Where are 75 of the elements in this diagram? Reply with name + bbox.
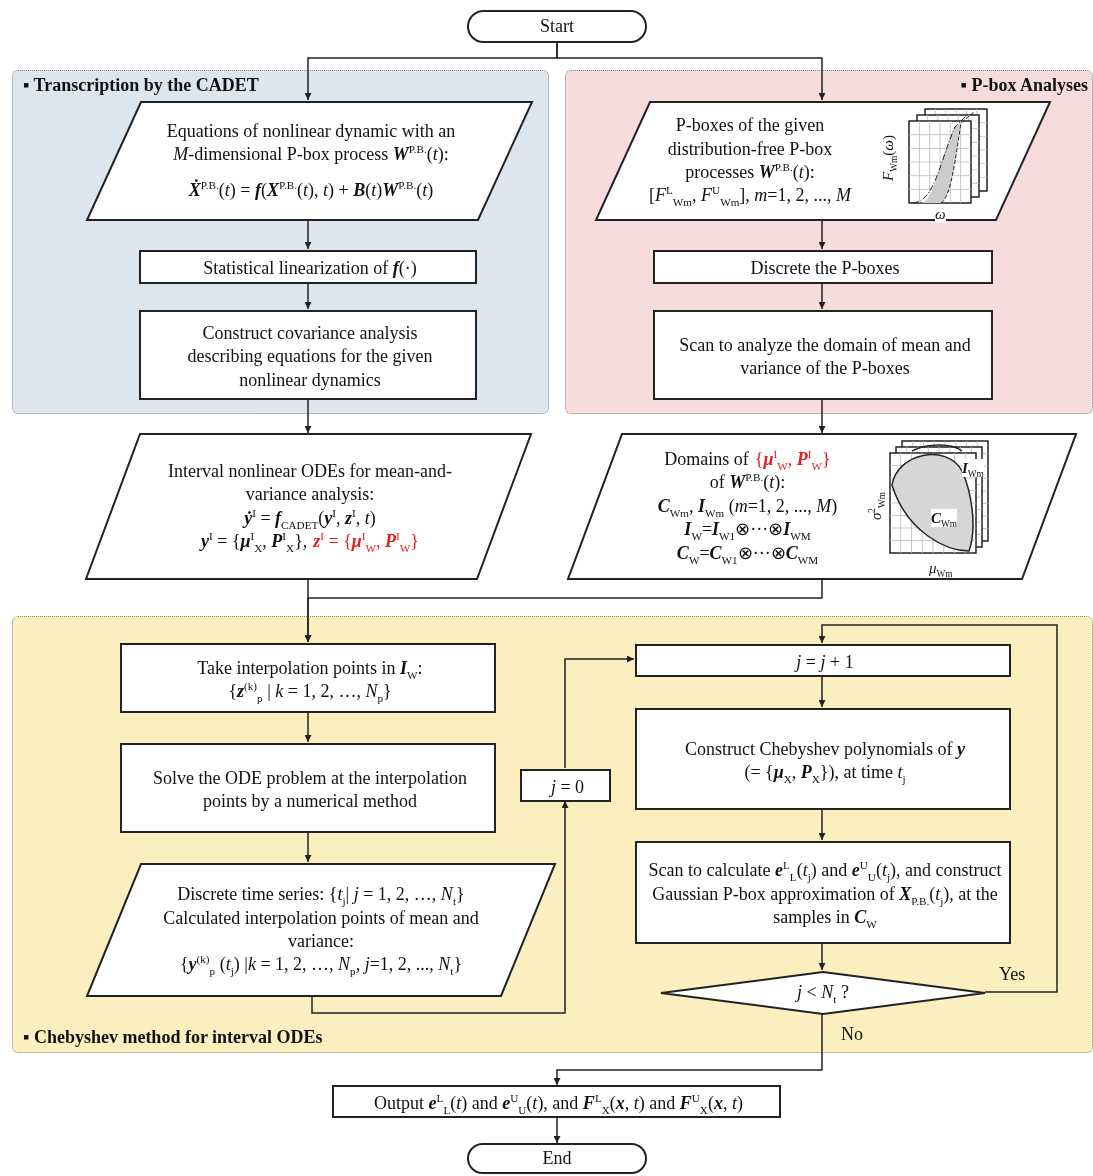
node-text: Ẋ$^{P.B.}$(t) = f(X$^{P.B.}$(t), t) + B(t)W$^{P.B.}$(t) [188, 178, 434, 202]
arrow [553, 1117, 561, 1144]
decision-diamond [660, 971, 986, 1015]
panel-heading: ▪ Chebyshev method for interval ODEs [23, 1027, 323, 1048]
node-text: C$_{Wm}$, I$_{Wm}$ (m=1, 2, ..., M) [657, 495, 838, 516]
input-parallelogram [85, 433, 532, 580]
arrow [564, 655, 635, 769]
node-text: j = 0 [550, 776, 585, 797]
node-text: y$^{I}$ = {μ$^{I}$$_{X}$, P$^{I}$$_{X}$}, [201, 530, 308, 551]
process-box [520, 769, 611, 802]
arrow [553, 1013, 823, 1086]
node-text: of W$^{P.B.}$(t): [709, 472, 786, 493]
process-box [653, 310, 993, 400]
terminal-box [467, 1143, 647, 1174]
node-text: ẏ$^{I}$ = f$_{CADET}$(y$^{I}$, z$^{I}$, t) [244, 507, 376, 528]
panel-background [565, 70, 1093, 414]
node-text: Solve the ODE problem at the interpolation points by a numerical method [153, 767, 467, 811]
panel-background [12, 70, 549, 414]
arrow [304, 711, 312, 743]
node-text: Discrete time series: {t$_{j}$| j = 1, 2, …, N$_{t}$} [177, 884, 465, 905]
process-box [120, 643, 496, 713]
node-text: {μ$^{I}$$_{W}$, P$^{I}$$_{W}$} [754, 449, 831, 469]
arrow [818, 219, 826, 250]
arrow [304, 282, 312, 310]
arrow [818, 675, 826, 708]
node-text: z$^{I}$ = {μ$^{I}$$_{W}$, P$^{I}$$_{W}$} [313, 530, 419, 551]
arrow [818, 398, 826, 434]
arrow [818, 942, 826, 971]
node-text: End [542, 1147, 572, 1168]
input-parallelogram [86, 101, 533, 221]
node-text: [F$^{L}$$_{Wm}$, F$^{U}$$_{Wm}$], m=1, 2, ..., M [649, 185, 851, 206]
node-text: Equations of nonlinear dynamic with an M-dimensional P-box process W$^{P.B.}$(t): [166, 120, 456, 165]
process-box [635, 708, 1011, 810]
node-text: Output e$^{L}$$_{L}$(t) and e$^{U}$$_{U}$(t), and F$^{L}$$_{X}$(x, t) and F$^{U}$$_{X}$(x, t) [374, 1092, 743, 1113]
process-box [139, 250, 477, 284]
arrow [556, 42, 826, 101]
process-box [635, 841, 1011, 944]
panel-background [12, 616, 1093, 1053]
input-parallelogram [86, 863, 556, 997]
arrow [311, 800, 569, 1014]
node-text: Scan to calculate e$^{L}$$_{L}$(t$_{j}$) and e$^{U}$$_{U}$(t$_{j}$), and construct Gaussian P-box approximation of X$_{P.B.}$(t$_{j}$), at the samples in C$_{W}$ [648, 860, 1002, 928]
node-text: Statistical linearization of f(·) [203, 258, 417, 279]
input-parallelogram [567, 433, 1077, 580]
arrow [304, 398, 312, 434]
node-text: Calculated interpolation points of mean and variance: [163, 907, 479, 951]
input-parallelogram [595, 101, 1051, 221]
node-text: Discrete the P-boxes [750, 258, 900, 279]
node-text: {y$^{(k)}$$_{p}$ (t$_{j}$) |k = 1, 2, …, N$_{p}$, j=1, 2, ..., N$_{t}$} [179, 954, 463, 975]
arrow [304, 219, 312, 250]
node-text: Start [540, 15, 574, 36]
arrow [818, 624, 1058, 993]
axis-label: I$_{Wm}$ [962, 459, 984, 477]
axis-label: C$_{Wm}$ [931, 509, 958, 527]
process-box [120, 743, 496, 833]
arrow [818, 808, 826, 841]
arrow [304, 831, 312, 863]
node-text: Interval nonlinear ODEs for mean-and-variance analysis: [168, 460, 452, 505]
node-text: Take interpolation points in I$_{W}$: [197, 657, 423, 678]
terminal-box [467, 10, 647, 43]
node-text: I$_{W}$=I$_{W1}$⊗···⊗I$_{WM}$ [684, 519, 811, 540]
output-box [332, 1085, 781, 1118]
node-text: C$_{W}$=C$_{W1}$⊗···⊗C$_{WM}$ [676, 542, 819, 563]
node-text: Domains of [664, 449, 749, 469]
node-text: j = j + 1 [796, 651, 854, 672]
panel-heading: ▪ P-box Analyses [960, 75, 1088, 96]
arrow [818, 282, 826, 310]
panel-heading: ▪ Transcription by the CADET [23, 75, 259, 96]
process-box [653, 250, 993, 284]
node-text: Scan to analyze the domain of mean and variance of the P-boxes [679, 334, 971, 378]
node-text: j < N$_{t}$ ? [797, 982, 849, 1003]
process-box [139, 310, 477, 400]
arrow [304, 579, 823, 643]
process-box [635, 644, 1011, 677]
node-text: P-boxes of the given distribution-free P-box processes W$^{P.B.}$(t): [667, 115, 833, 182]
node-text: Construct covariance analysis describing equations for the given nonlinear dynamics [187, 322, 433, 390]
